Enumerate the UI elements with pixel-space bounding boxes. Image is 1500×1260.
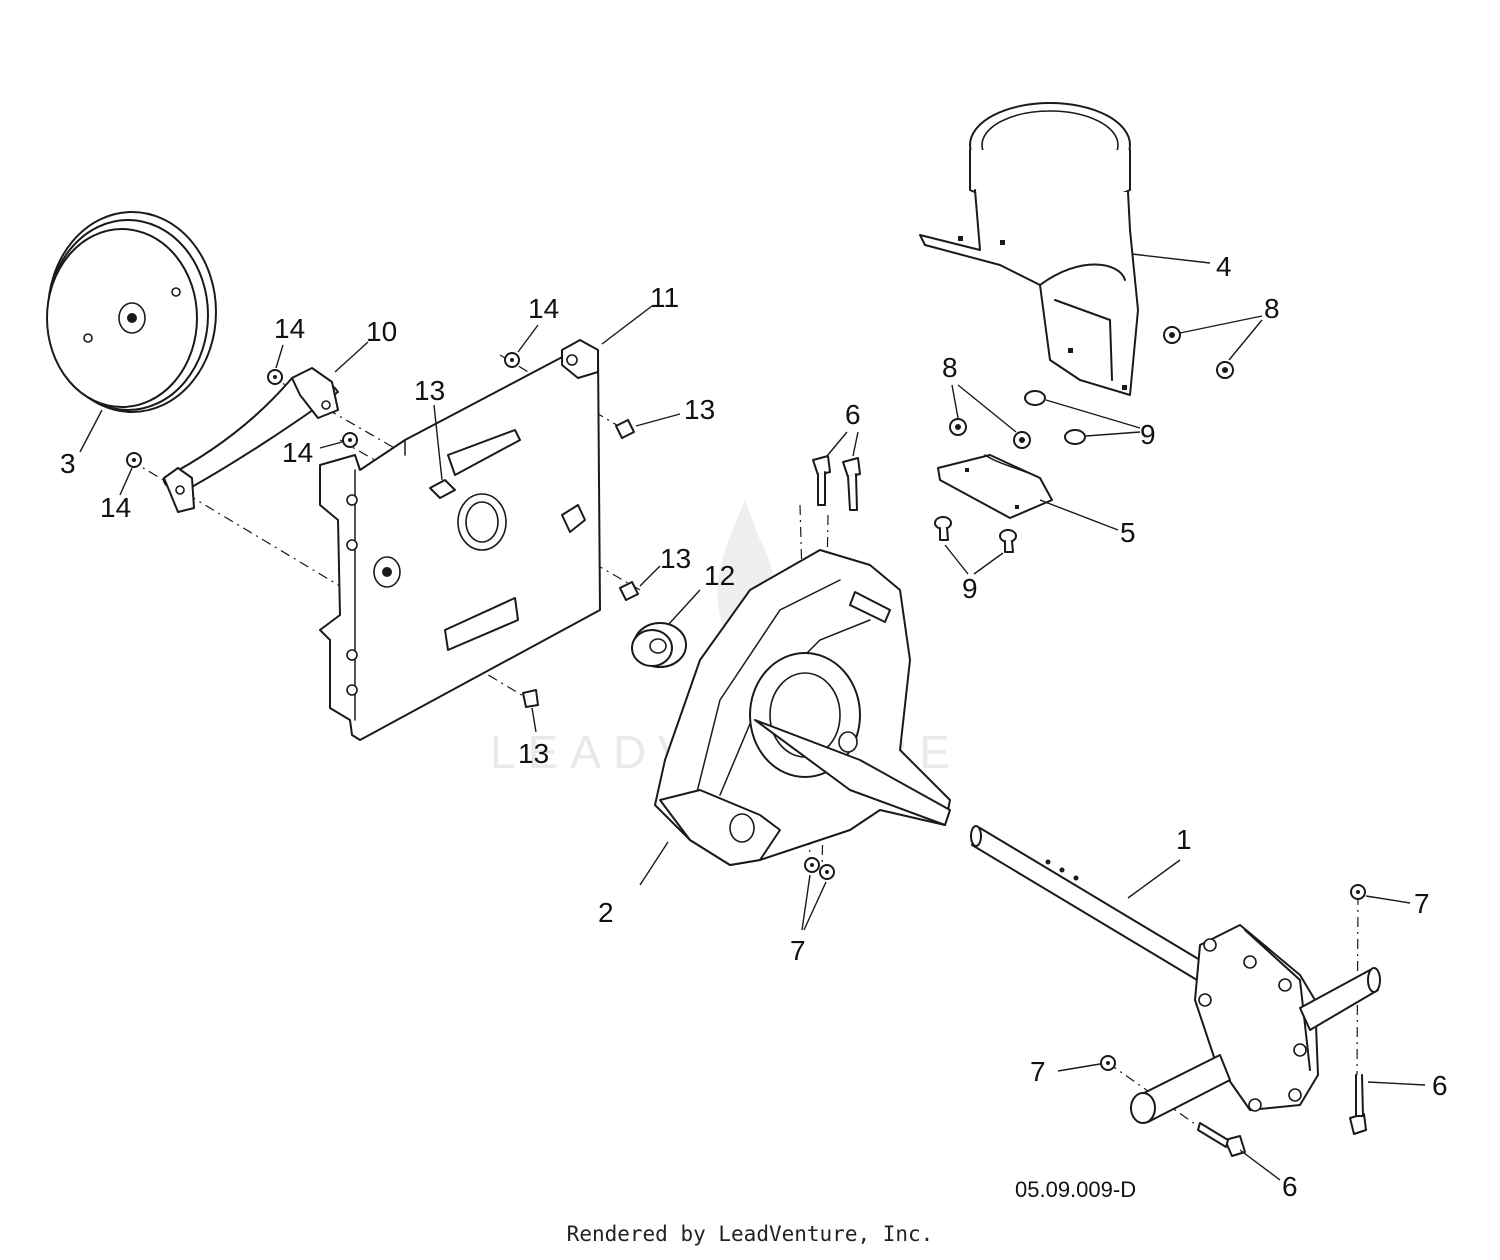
callout-7-center: 7 xyxy=(790,935,806,966)
callout-3: 3 xyxy=(60,448,76,479)
leader-lines xyxy=(79,253,1426,1181)
callout-6-bottom: 6 xyxy=(1282,1171,1298,1202)
support-arm xyxy=(162,367,339,513)
auger-housing xyxy=(654,549,951,866)
fasteners xyxy=(126,326,1367,1157)
side-plate xyxy=(319,339,601,741)
callout-11: 11 xyxy=(650,282,679,313)
callout-6-top: 6 xyxy=(845,399,861,430)
callout-8-left: 8 xyxy=(942,352,958,383)
chute-plate xyxy=(937,454,1053,519)
callout-2: 2 xyxy=(598,897,614,928)
callout-9-lower: 9 xyxy=(962,573,978,604)
callout-7-lower: 7 xyxy=(1030,1056,1046,1087)
callout-1: 1 xyxy=(1176,824,1192,855)
callout-5: 5 xyxy=(1120,517,1136,548)
callout-6-right: 6 xyxy=(1432,1070,1448,1101)
callout-14-middle: 14 xyxy=(282,437,313,468)
diagram-code: 05.09.009-D xyxy=(1015,1177,1136,1202)
callout-10: 10 xyxy=(366,316,397,347)
callout-14-bottom: 14 xyxy=(100,492,131,523)
pulley xyxy=(46,211,217,413)
callout-14-right: 14 xyxy=(528,293,559,324)
auger-shaft-gearbox xyxy=(970,825,1381,1124)
callout-14-top: 14 xyxy=(274,313,305,344)
callout-13-right: 13 xyxy=(684,394,715,425)
bearing xyxy=(631,622,687,668)
callout-12: 12 xyxy=(704,560,735,591)
callout-8-right: 8 xyxy=(1264,293,1280,324)
callout-13-middle: 13 xyxy=(660,543,691,574)
discharge-chute xyxy=(919,102,1139,396)
callouts: 1 2 3 4 5 6 6 6 7 7 7 8 8 9 9 10 11 12 1… xyxy=(60,251,1448,1202)
callout-7-right: 7 xyxy=(1414,888,1430,919)
callout-4: 4 xyxy=(1216,251,1232,282)
callout-13-upper: 13 xyxy=(414,375,445,406)
callout-9-upper: 9 xyxy=(1140,419,1156,450)
footer-credit: Rendered by LeadVenture, Inc. xyxy=(566,1222,934,1246)
callout-13-bottom: 13 xyxy=(518,738,549,769)
